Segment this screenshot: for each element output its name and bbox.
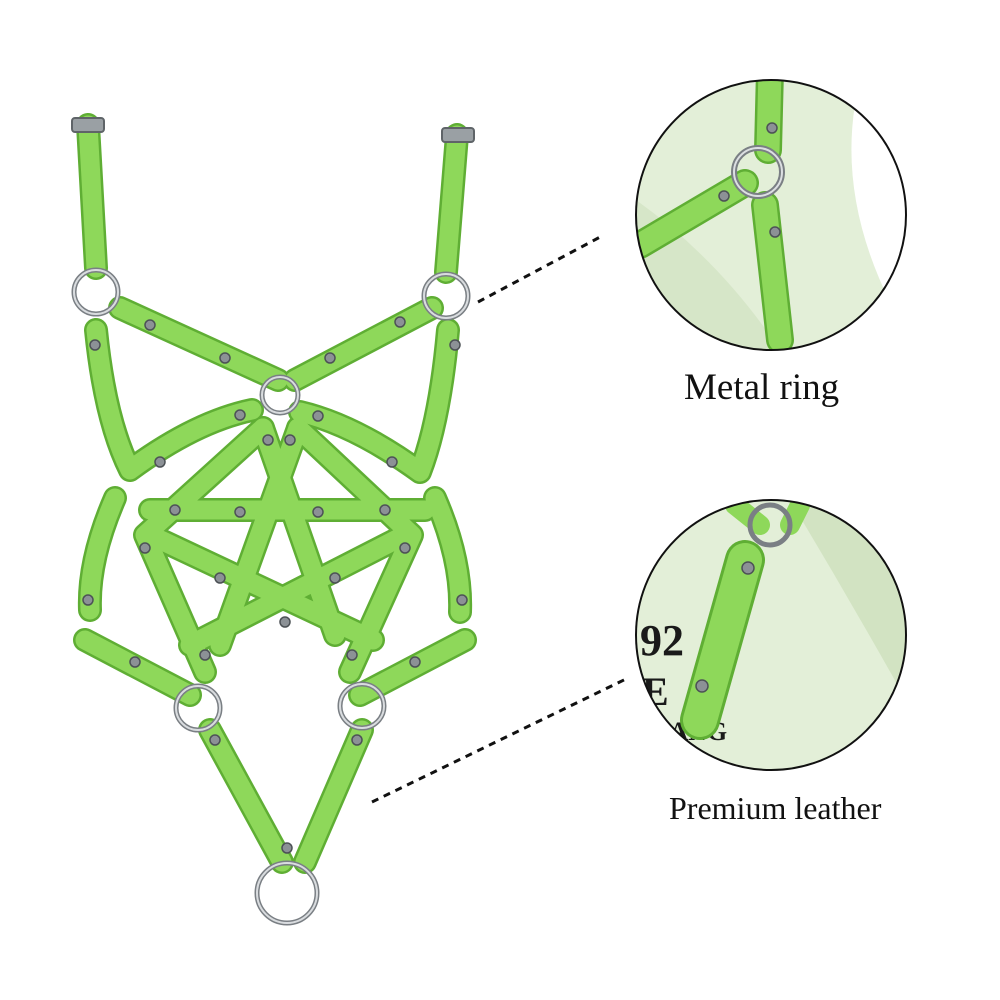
- mannequin-print-number: 92: [640, 616, 684, 665]
- callout-label-premium-leather: Premium leather: [669, 790, 882, 826]
- metal-ring: [747, 502, 793, 548]
- harness-rivets: [82, 316, 468, 854]
- mannequin-print-letter: E: [642, 669, 669, 714]
- leader-line-premium-leather: [371, 676, 629, 804]
- strap-buckle: [441, 127, 475, 143]
- harness: [71, 113, 477, 926]
- harness-straps: [75, 115, 475, 872]
- strap-buckle: [71, 117, 105, 133]
- detail-circle-metal-ring: [635, 79, 907, 351]
- detail-circle-premium-leather: 92 E BANG: [635, 499, 907, 771]
- callout-label-metal-ring: Metal ring: [684, 367, 840, 408]
- leader-line-metal-ring: [477, 234, 603, 304]
